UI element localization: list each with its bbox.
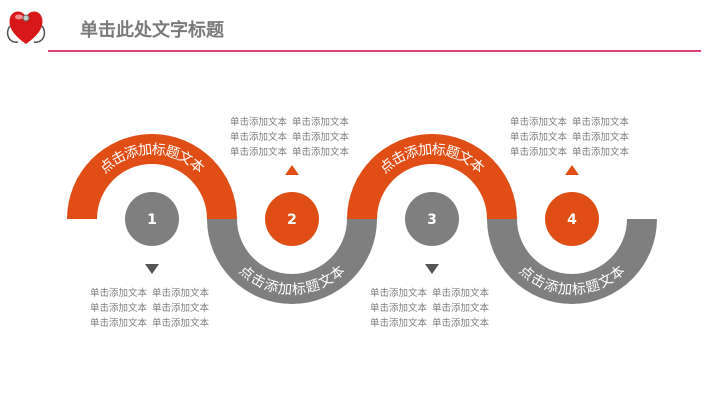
step-text: 单击添加文本 (572, 117, 630, 128)
step-text: 单击添加文本 (292, 147, 350, 158)
step-text: 单击添加文本 (230, 147, 288, 158)
step-text: 单击添加文本 (90, 288, 148, 299)
step-text: 单击添加文本 (292, 132, 350, 143)
step-text-block-4: 单击添加文本单击添加文本单击添加文本单击添加文本单击添加文本单击添加文本 (510, 115, 634, 160)
triangle-down-icon (145, 264, 159, 274)
step-text: 单击添加文本 (230, 132, 288, 143)
step-number-1: 1 (147, 212, 157, 228)
step-text: 单击添加文本 (572, 147, 630, 158)
step-circle-2 (265, 192, 319, 246)
step-text-block-3: 单击添加文本单击添加文本单击添加文本单击添加文本单击添加文本单击添加文本 (370, 286, 494, 331)
arc-band-2 (207, 219, 377, 304)
step-text-block-2: 单击添加文本单击添加文本单击添加文本单击添加文本单击添加文本单击添加文本 (230, 115, 354, 160)
step-text: 单击添加文本 (510, 117, 568, 128)
step-text: 单击添加文本 (230, 117, 288, 128)
step-text: 单击添加文本 (432, 303, 490, 314)
page-title: 单击此处文字标题 (80, 20, 224, 41)
step-text: 单击添加文本 (292, 117, 350, 128)
step-text-block-1: 单击添加文本单击添加文本单击添加文本单击添加文本单击添加文本单击添加文本 (90, 286, 214, 331)
step-text: 单击添加文本 (370, 303, 428, 314)
step-text: 单击添加文本 (370, 288, 428, 299)
step-text: 单击添加文本 (432, 318, 490, 329)
arc-band-1 (67, 134, 237, 219)
triangle-down-icon (425, 264, 439, 274)
arc-band-3 (347, 134, 517, 219)
step-number-3: 3 (427, 212, 437, 228)
arc-band-4 (487, 219, 657, 304)
step-text: 单击添加文本 (152, 303, 210, 314)
title-underline (48, 50, 701, 52)
step-text: 单击添加文本 (90, 303, 148, 314)
step-text: 单击添加文本 (152, 318, 210, 329)
step-text: 单击添加文本 (370, 318, 428, 329)
heart-stethoscope-icon (6, 11, 46, 44)
step-text: 单击添加文本 (152, 288, 210, 299)
triangle-up-icon (285, 165, 299, 175)
step-number-2: 2 (287, 212, 297, 228)
triangle-up-icon (565, 165, 579, 175)
step-text: 单击添加文本 (510, 132, 568, 143)
step-text: 单击添加文本 (432, 288, 490, 299)
step-text: 单击添加文本 (510, 147, 568, 158)
step-circle-3 (405, 192, 459, 246)
step-circle-1 (125, 192, 179, 246)
step-circle-4 (545, 192, 599, 246)
step-number-4: 4 (567, 212, 577, 228)
step-text: 单击添加文本 (572, 132, 630, 143)
step-text: 单击添加文本 (90, 318, 148, 329)
